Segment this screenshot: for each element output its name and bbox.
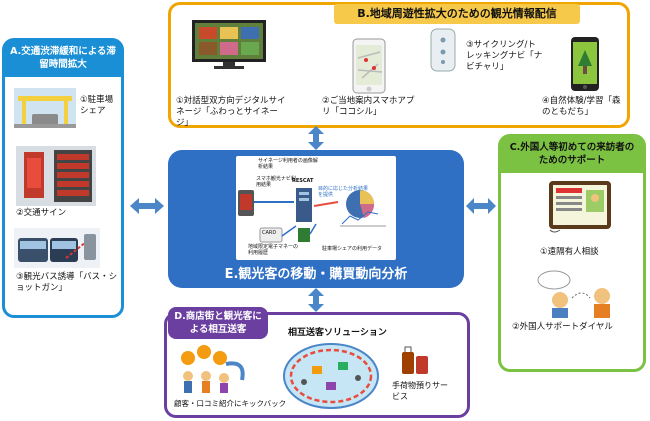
arrow-b-e xyxy=(306,126,326,150)
diagram-parking-label: 駐車場シェアの利用データ xyxy=(322,246,383,252)
navi-device-icon xyxy=(430,28,456,72)
section-c-item-1-label: ①遠隔有人相談 xyxy=(540,247,599,257)
arrow-e-c xyxy=(466,196,496,216)
server-icon xyxy=(296,188,312,222)
analysis-diagram xyxy=(236,156,396,260)
smartphone-map-icon xyxy=(352,38,386,94)
bus-icon xyxy=(14,228,100,268)
section-d-solution-title: 相互送客ソリューション xyxy=(288,328,387,338)
tablet-consult-icon xyxy=(548,180,612,234)
signage-monitor-icon xyxy=(190,18,268,70)
section-b-title: B.地域周遊性拡大のための観光情報配信 xyxy=(334,4,580,24)
section-d-title: D.商店街と観光客による相互送客 xyxy=(168,307,268,339)
section-b-item-2-label: ②ご当地案内スマホアプリ「ココシル」 xyxy=(322,96,415,117)
parking-sign-icon xyxy=(298,228,310,242)
section-a-item-3-label: ③観光バス誘導「バス・ショットガン」 xyxy=(16,272,118,293)
section-b-item-4-label: ④自然体験/学習「森のともだち」 xyxy=(542,96,621,117)
phone-support-icon xyxy=(530,268,630,318)
diagram-server-label: RESCAT xyxy=(292,178,314,184)
section-d-item-2-label: 手荷物預りサービス xyxy=(392,381,448,401)
arrow-e-d xyxy=(306,288,326,312)
pie-chart-icon xyxy=(346,190,375,218)
section-a-item-1-label: ①駐車場シェア xyxy=(80,95,114,116)
card-icon xyxy=(259,227,283,243)
town-map-icon xyxy=(282,342,380,410)
diagram-ic-card-label: 地域限定電子マネーの利用履歴 xyxy=(248,244,299,256)
section-c-title: C.外国人等初めての来訪者のためのサポート xyxy=(501,137,643,173)
shop-people-icon xyxy=(176,340,260,394)
traffic-sign-icon xyxy=(16,146,96,206)
diagram-app-data: スマホ観光ナビ利用結果 xyxy=(256,176,296,188)
parking-photo-icon xyxy=(14,88,76,128)
section-b-item-3-label: ③サイクリング/トレッキングナビ「ナビチャリ」 xyxy=(466,40,543,72)
smartphone-forest-icon xyxy=(570,36,600,92)
section-e-title: E.観光客の移動・購買動向分析 xyxy=(224,267,408,282)
arrow-a-e xyxy=(130,196,164,216)
diagram-result-label: 目的に応じた分析結果を提供 xyxy=(318,186,369,198)
section-a-item-2-label: ②交通サイン xyxy=(16,208,67,218)
section-b-item-1-label: ①対話型双方向デジタルサイネージ「ふわっとサイネージ」 xyxy=(176,96,286,128)
section-d-item-1-label: 顧客・口コミ紹介にキックバック xyxy=(174,399,287,408)
section-c-frame xyxy=(498,134,646,372)
luggage-icon xyxy=(398,344,432,376)
diagram-signage-data: サイネージ利用者の画像解析結果 xyxy=(258,158,318,170)
diagram-card-label: CARD xyxy=(262,230,277,236)
section-a-title: A.交通渋滞緩和による滞留時間拡大 xyxy=(5,41,121,77)
section-c-item-2-label: ②外国人サポートダイヤル xyxy=(512,322,613,332)
